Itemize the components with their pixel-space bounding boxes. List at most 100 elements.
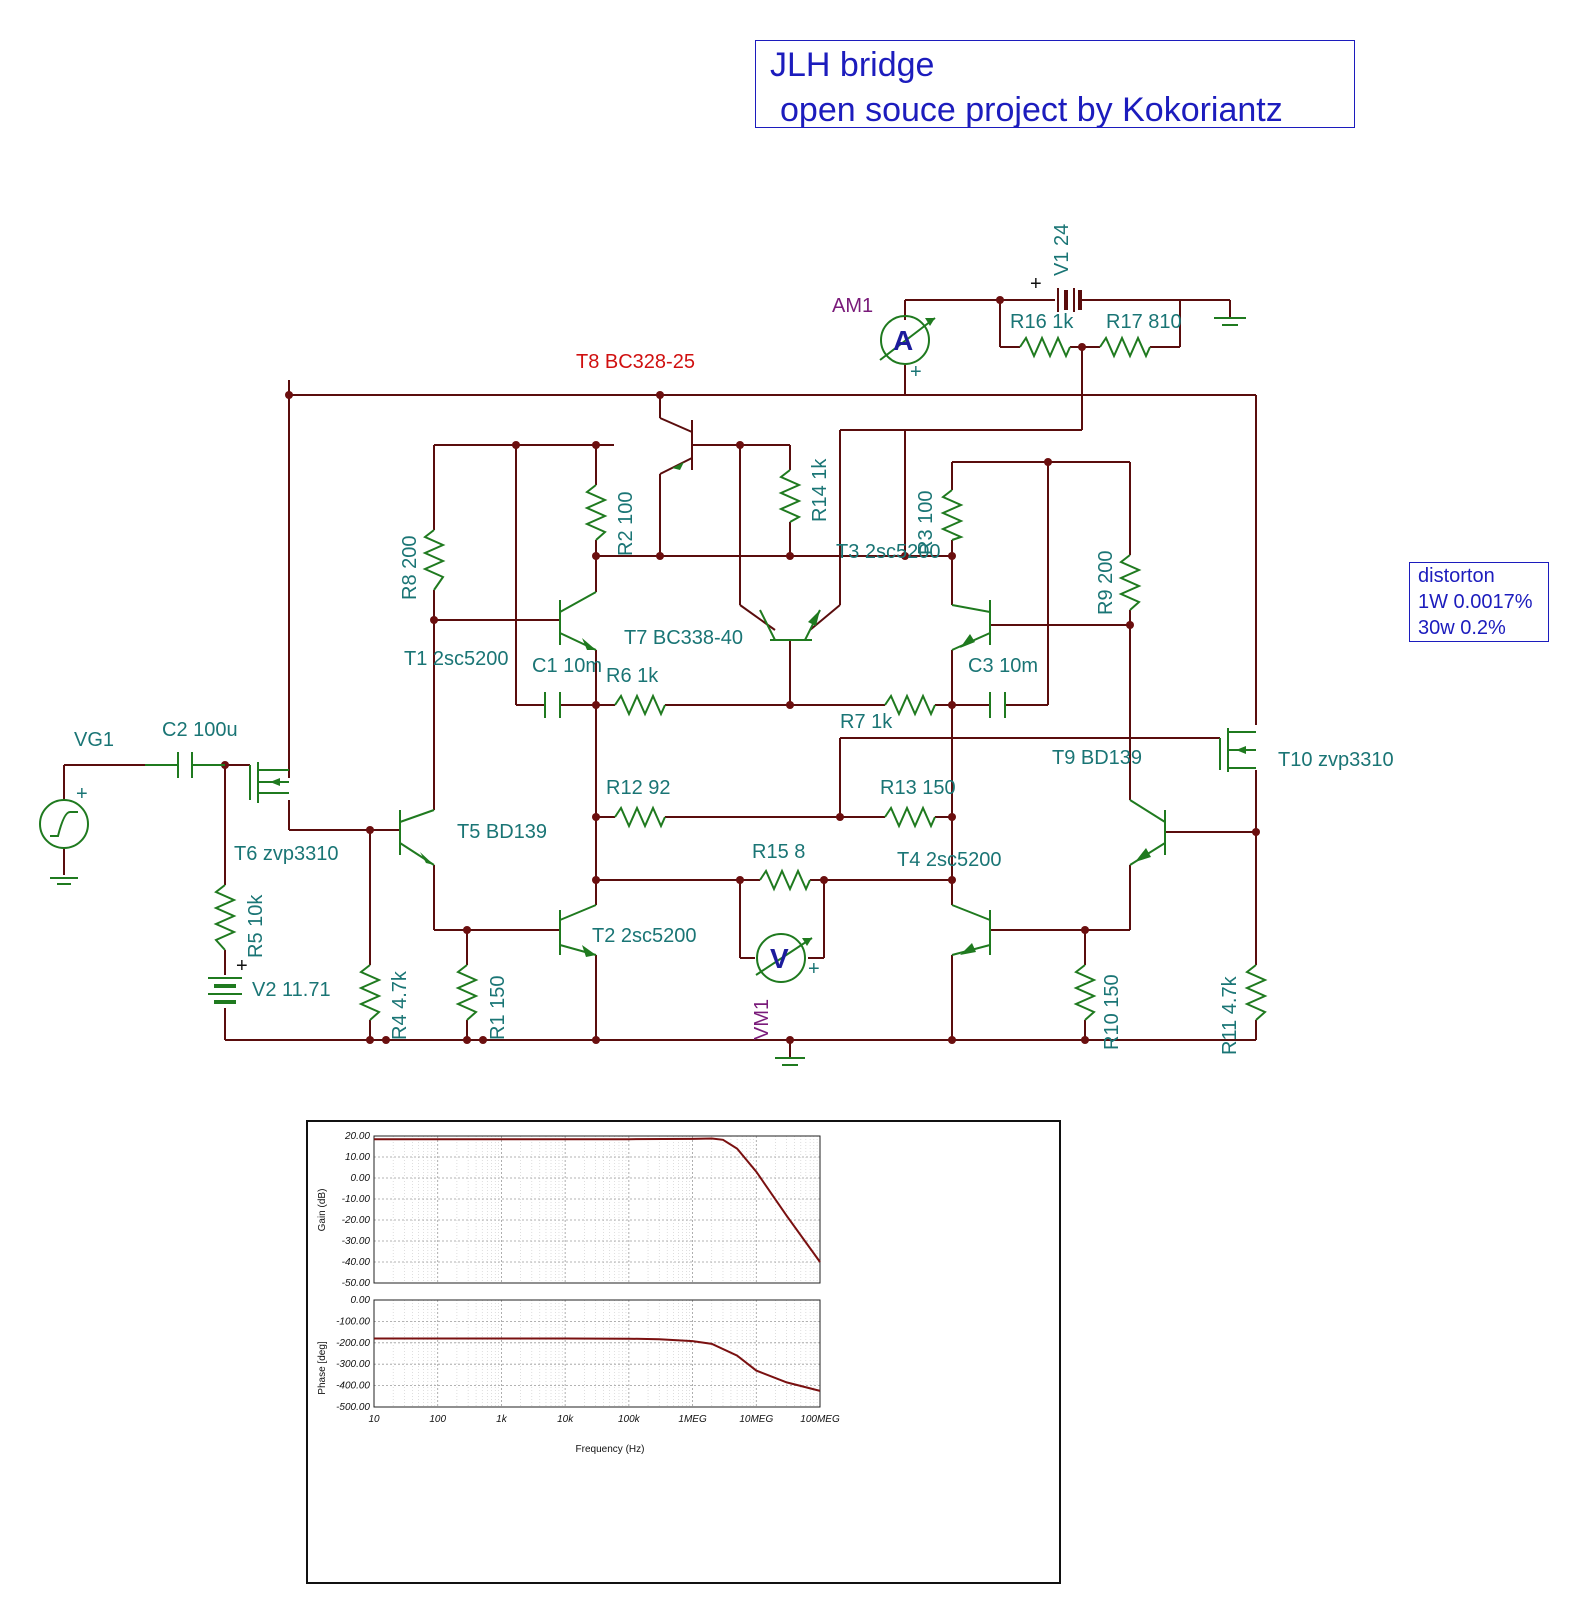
note-line-3: 30w 0.2% [1418, 617, 1506, 639]
label-r5: R5 10k [245, 894, 267, 958]
phase-plot: 0.00 -100.00 -200.00 -300.00 -400.00 -500.00 [336, 1295, 821, 1413]
v1-battery: + [1030, 273, 1082, 312]
r5-resistor [213, 884, 237, 951]
label-r7: R7 1k [840, 711, 893, 733]
gain-y-tick-label: 0.00 [351, 1173, 371, 1184]
gain-y-tick-label: 20.00 [344, 1131, 370, 1142]
r1-resistor [455, 964, 479, 1021]
t4-transistor [951, 904, 991, 956]
r12-resistor [614, 805, 666, 829]
ammeter-symbol: A [893, 325, 913, 356]
x-tick-label: 10 [368, 1414, 380, 1425]
v2-plus: + [236, 955, 248, 977]
ammeter-plus: + [910, 361, 922, 383]
junction-dots [221, 296, 1260, 1044]
label-t8: T8 BC328-25 [576, 351, 695, 373]
label-t7: T7 BC338-40 [624, 627, 743, 649]
t5-transistor [399, 809, 435, 866]
label-t1: T1 2sc5200 [404, 648, 509, 670]
label-t10: T10 zvp3310 [1278, 749, 1394, 771]
t10-mosfet [1219, 728, 1256, 772]
label-t2: T2 2sc5200 [592, 925, 697, 947]
phase-y-tick-label: -300.00 [336, 1359, 370, 1370]
gain-plot: 20.0010.000.00-10.00-20.00-30.00-40.00-5… [342, 1131, 821, 1289]
label-vm1: VM1 [751, 999, 773, 1040]
gain-axis-label: Gain (dB) [317, 1189, 328, 1232]
t1-transistor [559, 591, 597, 651]
r14-resistor [778, 469, 802, 523]
r2-resistor [584, 484, 608, 541]
label-t9: T9 BD139 [1052, 747, 1142, 769]
label-r14: R14 1k [809, 458, 831, 522]
x-tick-label: 1MEG [678, 1414, 707, 1425]
t8-transistor [659, 417, 693, 475]
phase-y-tick-label: -200.00 [336, 1338, 370, 1349]
vm1-voltmeter: V + [755, 933, 820, 983]
label-t5: T5 BD139 [457, 821, 547, 843]
label-r17: R17 810 [1106, 311, 1182, 333]
t3-transistor [951, 600, 991, 651]
r8-resistor [422, 529, 446, 591]
r16-resistor [1019, 335, 1071, 359]
x-tick-label: 10k [557, 1414, 574, 1425]
label-r16: R16 1k [1010, 311, 1074, 333]
gain-y-tick-label: -50.00 [342, 1278, 371, 1289]
phase-y-tick-label: -100.00 [336, 1316, 370, 1327]
label-r3: R3 100 [915, 491, 937, 556]
v1-plus: + [1030, 273, 1042, 295]
r11-resistor [1244, 964, 1268, 1021]
gain-axes-frame [373, 1135, 821, 1284]
phase-curve [374, 1337, 821, 1392]
c1-capacitor [544, 692, 561, 718]
vg1-plus: + [76, 783, 88, 805]
t9-transistor [1129, 799, 1166, 866]
t6-mosfet [249, 762, 289, 803]
label-r9: R9 200 [1095, 551, 1117, 616]
voltmeter-plus: + [808, 958, 820, 980]
phase-y-tick-label: 0.00 [351, 1295, 371, 1306]
label-r10: R10 150 [1101, 974, 1123, 1050]
r3-resistor [940, 489, 964, 541]
label-r2: R2 100 [615, 492, 637, 557]
label-r6: R6 1k [606, 665, 659, 687]
gain-y-tick-label: -30.00 [342, 1236, 371, 1247]
label-v2: V2 11.71 [252, 979, 331, 1001]
t7-transistor [759, 609, 821, 641]
distortion-note: distorton 1W 0.0017% 30w 0.2% [1409, 562, 1549, 642]
gain-y-tick-label: 10.00 [345, 1152, 370, 1163]
label-t4: T4 2sc5200 [897, 849, 1002, 871]
note-line-1: distorton [1418, 565, 1495, 587]
label-c3: C3 10m [968, 655, 1038, 677]
supply-ground-icon [1214, 300, 1246, 326]
r13-resistor [884, 805, 936, 829]
wires [63, 299, 1257, 1058]
label-r1: R1 150 [487, 976, 509, 1041]
r7-resistor [884, 693, 936, 717]
x-axis-label: Frequency (Hz) [576, 1444, 645, 1455]
label-t6: T6 zvp3310 [234, 843, 339, 865]
schematic-canvas: A + + [39, 224, 1394, 1066]
label-r11: R11 4.7k [1219, 975, 1241, 1055]
title-line-2: open souce project by Kokoriantz [780, 91, 1283, 129]
label-r4: R4 4.7k [389, 970, 411, 1040]
label-r13: R13 150 [880, 777, 956, 799]
gain-y-tick-label: -40.00 [342, 1257, 371, 1268]
phase-y-tick-label: -400.00 [336, 1381, 370, 1392]
phase-y-tick-label: -500.00 [336, 1402, 370, 1413]
t2-transistor [559, 904, 597, 957]
label-r8: R8 200 [399, 536, 421, 601]
phase-axis-label: Phase [deg] [317, 1341, 328, 1395]
v2-battery [208, 977, 242, 1004]
vg1-source [39, 799, 89, 885]
c3-capacitor [989, 692, 1006, 718]
voltmeter-symbol: V [770, 943, 789, 974]
gain-y-tick-label: -10.00 [342, 1194, 371, 1205]
label-r12: R12 92 [606, 777, 671, 799]
label-v1: V1 24 [1051, 224, 1073, 276]
title-box: JLH bridge open souce project by Kokoria… [755, 40, 1355, 129]
title-line-1: JLH bridge [770, 46, 935, 84]
c2-capacitor [145, 752, 225, 778]
gain-curve [374, 1137, 821, 1263]
